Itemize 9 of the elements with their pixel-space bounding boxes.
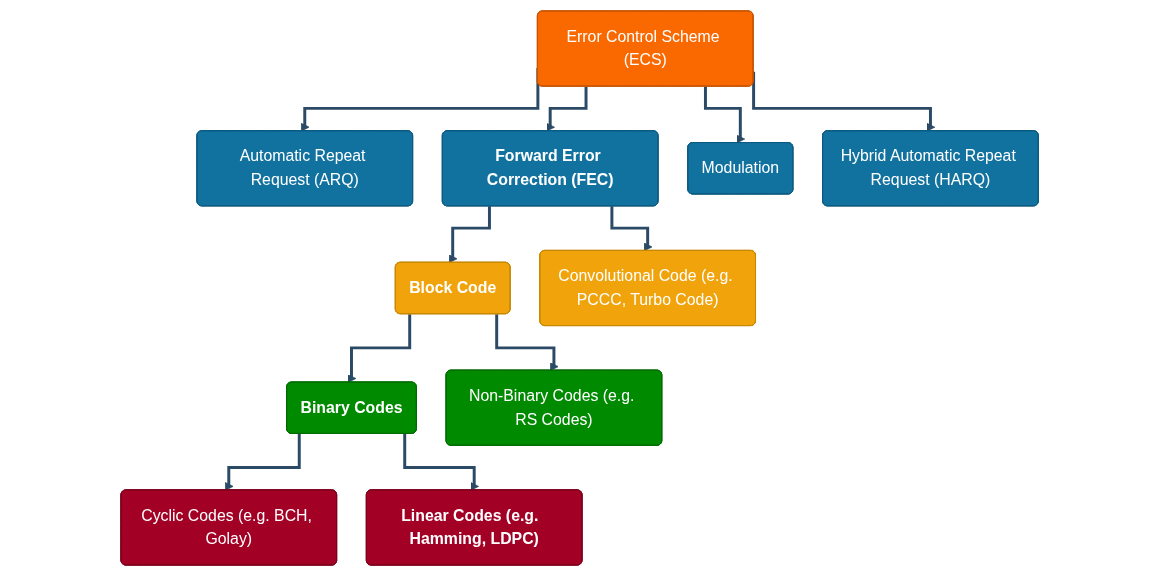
- arrow: [448, 206, 491, 264]
- arrow: [703, 86, 745, 144]
- arrow: [403, 433, 479, 491]
- arrow: [610, 206, 653, 252]
- arrow: [495, 314, 559, 371]
- arrow: [752, 71, 936, 132]
- arrow: [347, 314, 412, 383]
- arrow: [546, 86, 588, 132]
- arrow: [224, 433, 301, 491]
